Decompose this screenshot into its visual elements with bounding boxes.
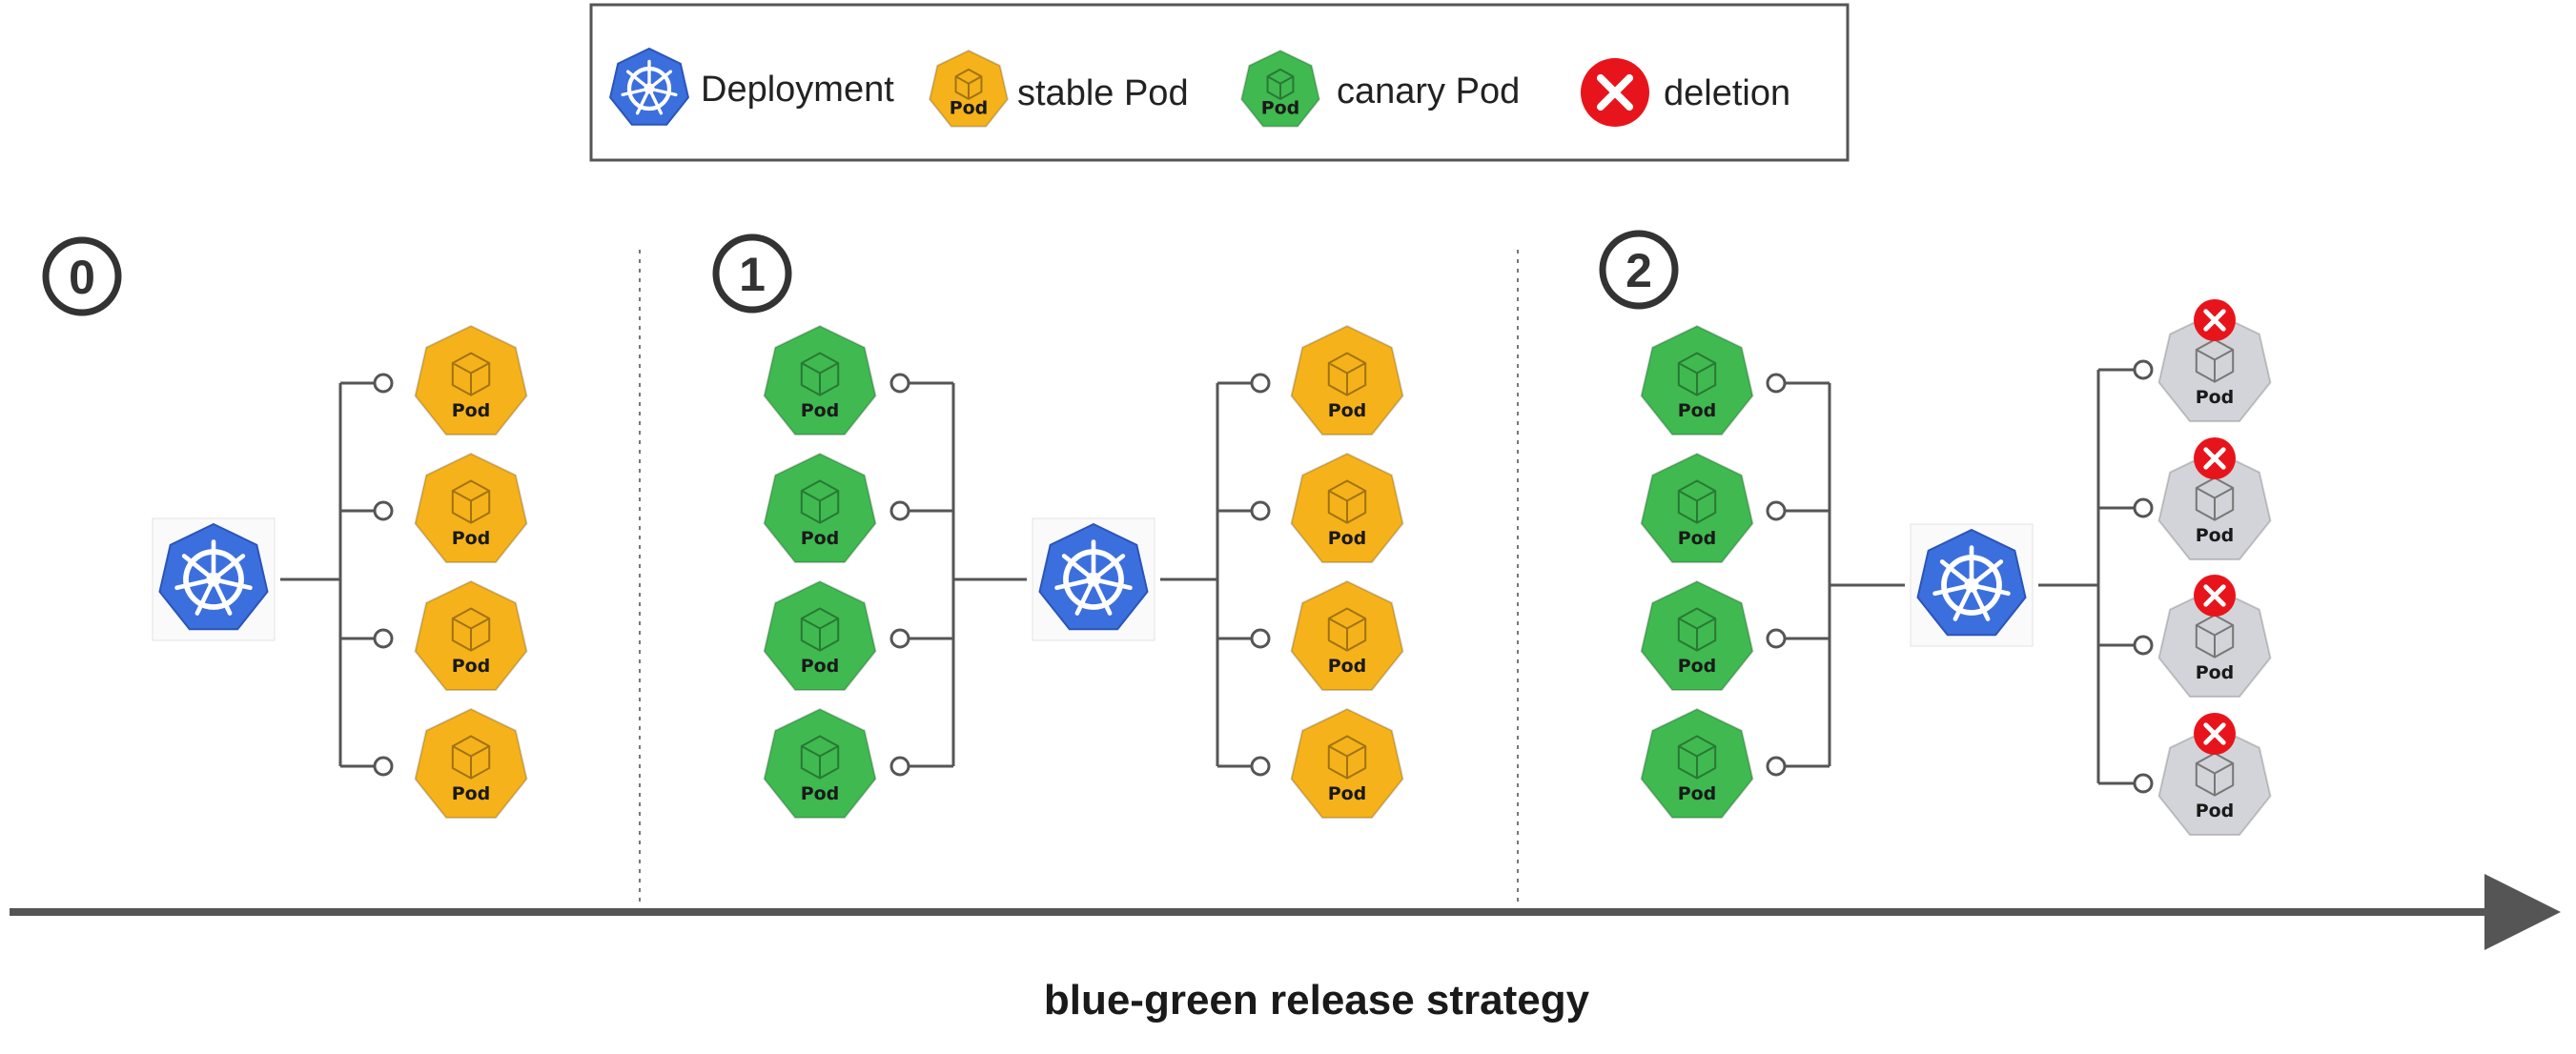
connector-port bbox=[889, 756, 910, 777]
svg-text:Pod: Pod bbox=[1328, 400, 1367, 421]
legend-label-canary-pod: canary Pod bbox=[1337, 71, 1520, 111]
deployment-icon bbox=[158, 522, 269, 631]
deleted-pod-icon: Pod bbox=[2157, 586, 2272, 699]
connector-port bbox=[373, 756, 394, 777]
stable-pod-icon: Pod bbox=[414, 324, 528, 436]
canary-pod-icon: Pod bbox=[1640, 324, 1754, 436]
svg-text:Pod: Pod bbox=[1328, 528, 1367, 549]
canary-pod-icon: Pod bbox=[1640, 707, 1754, 820]
svg-text:Pod: Pod bbox=[452, 528, 491, 549]
deletion-icon bbox=[2194, 713, 2236, 755]
svg-text:Pod: Pod bbox=[452, 656, 491, 677]
stable-pod-icon: Pod bbox=[1290, 324, 1404, 436]
legend-label-deletion: deletion bbox=[1664, 73, 1790, 113]
canary-pod-icon: Pod bbox=[1640, 579, 1754, 692]
connector-port bbox=[1766, 373, 1787, 394]
canary-pod-icon: Pod bbox=[763, 707, 877, 820]
svg-text:Pod: Pod bbox=[1678, 783, 1717, 804]
svg-text:Pod: Pod bbox=[801, 656, 840, 677]
svg-text:Pod: Pod bbox=[801, 783, 840, 804]
svg-text:Pod: Pod bbox=[1678, 528, 1717, 549]
svg-text:1: 1 bbox=[739, 248, 766, 301]
svg-text:Pod: Pod bbox=[1328, 656, 1367, 677]
stable-pod-icon: Pod bbox=[1290, 707, 1404, 820]
connector-port bbox=[2133, 359, 2154, 380]
connector-port bbox=[2133, 497, 2154, 518]
stable-pod-icon: Pod bbox=[414, 707, 528, 820]
canary-pod-icon: Pod bbox=[763, 579, 877, 692]
deleted-pod-icon: Pod bbox=[2157, 311, 2272, 423]
connector-port bbox=[889, 373, 910, 394]
deployment-icon bbox=[1038, 522, 1149, 631]
deployment-icon bbox=[1916, 528, 2027, 637]
svg-text:Pod: Pod bbox=[2196, 801, 2235, 821]
svg-text:Pod: Pod bbox=[2196, 525, 2235, 546]
canary-pod-icon: Pod bbox=[763, 324, 877, 436]
svg-text:Pod: Pod bbox=[801, 528, 840, 549]
deployment-icon bbox=[609, 47, 689, 126]
connector-port bbox=[1766, 628, 1787, 649]
connector-port bbox=[1766, 756, 1787, 777]
svg-text:Pod: Pod bbox=[2196, 387, 2235, 408]
connector-port bbox=[1250, 756, 1271, 777]
deletion-icon bbox=[2194, 299, 2236, 341]
legend-label-deployment: Deployment bbox=[701, 70, 894, 110]
deleted-pod-icon: Pod bbox=[2157, 449, 2272, 561]
svg-text:Pod: Pod bbox=[1678, 400, 1717, 421]
stable-pod-icon: Pod bbox=[414, 452, 528, 564]
connector-port bbox=[1250, 628, 1271, 649]
connector-port bbox=[2133, 635, 2154, 656]
stable-pod-icon: Pod bbox=[1290, 579, 1404, 692]
deletion-icon bbox=[1581, 58, 1649, 127]
stable-pod-icon: Pod bbox=[1290, 452, 1404, 564]
svg-text:Pod: Pod bbox=[801, 400, 840, 421]
connector-port bbox=[889, 628, 910, 649]
stable-pod-icon: Pod bbox=[929, 49, 1009, 128]
caption: blue-green release strategy bbox=[1044, 977, 1590, 1024]
canary-pod-icon: Pod bbox=[1640, 452, 1754, 564]
svg-text:Pod: Pod bbox=[1328, 783, 1367, 804]
svg-text:Pod: Pod bbox=[452, 783, 491, 804]
canary-pod-icon: Pod bbox=[763, 452, 877, 564]
svg-text:Pod: Pod bbox=[1678, 656, 1717, 677]
legend-label-stable-pod: stable Pod bbox=[1017, 73, 1189, 113]
deletion-icon bbox=[2194, 575, 2236, 617]
connector-port bbox=[1250, 500, 1271, 521]
stable-pod-icon: Pod bbox=[414, 579, 528, 692]
connector-port bbox=[373, 500, 394, 521]
deletion-icon bbox=[2194, 437, 2236, 479]
svg-text:Pod: Pod bbox=[2196, 662, 2235, 683]
connector-port bbox=[1766, 500, 1787, 521]
stage-number-1: 1 bbox=[712, 233, 792, 314]
stage-number-2: 2 bbox=[1599, 230, 1679, 310]
svg-text:2: 2 bbox=[1625, 244, 1652, 297]
connector-port bbox=[373, 373, 394, 394]
connector-port bbox=[889, 500, 910, 521]
svg-text:Pod: Pod bbox=[1261, 97, 1300, 118]
svg-text:Pod: Pod bbox=[950, 97, 989, 118]
stage-number-0: 0 bbox=[42, 236, 122, 316]
connector-port bbox=[1250, 373, 1271, 394]
deleted-pod-icon: Pod bbox=[2157, 724, 2272, 837]
connector-port bbox=[373, 628, 394, 649]
svg-text:Pod: Pod bbox=[452, 400, 491, 421]
canary-pod-icon: Pod bbox=[1240, 49, 1320, 128]
connector-port bbox=[2133, 773, 2154, 794]
svg-text:0: 0 bbox=[69, 251, 95, 304]
